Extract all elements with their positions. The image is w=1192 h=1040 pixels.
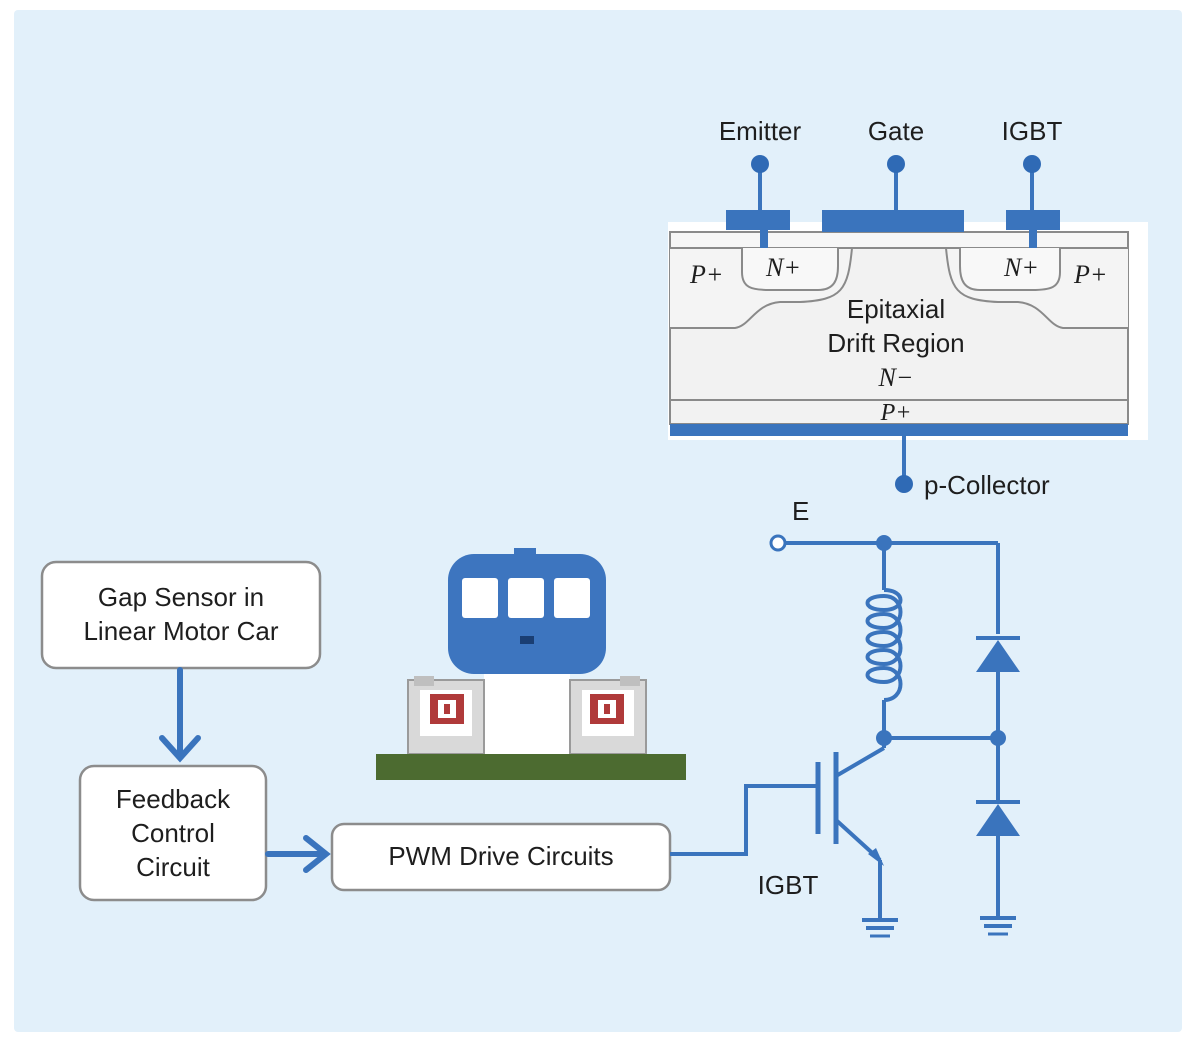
drift-region-line2: Drift Region [827,328,964,358]
n-plus-left-region [741,248,839,291]
igbt-symbol-icon [815,738,886,918]
feedback-line2: Control [131,818,215,848]
emitter-terminal-dot [751,155,769,173]
n-plus-left-label: N+ [765,253,801,282]
pwm-label: PWM Drive Circuits [388,841,613,871]
pwm-drive-box [330,822,672,892]
n-plus-right-region [959,248,1061,291]
collector-label: p-Collector [924,470,1050,500]
p-plus-left-label: P+ [689,260,723,289]
gap-sensor-line2: Linear Motor Car [83,616,278,646]
collector-terminal-dot [895,475,913,493]
train-window-center [508,578,544,618]
igbt-cross-section: Emitter Gate IGBT P+ N+ N+ P+ Epitaxial … [668,116,1148,500]
collector-metal [670,424,1128,436]
igbt-via [1029,228,1037,248]
emitter-label: Emitter [719,116,802,146]
gate-contact [822,210,964,232]
emitter-contact [726,210,790,230]
gap-sensor-box [40,560,322,670]
train-window-left [462,578,498,618]
igbt-contact [1006,210,1060,230]
p-plus-bottom-layer [669,399,1129,425]
gap-sensor-line1: Gap Sensor in [98,582,264,612]
igbt-terminal-label: IGBT [1002,116,1063,146]
pwm-to-gate-wire [670,784,816,856]
train-window-right [554,578,590,618]
arrowhead-down-icon [159,735,201,763]
guideway-ground [376,754,686,780]
e-terminal-icon [769,534,787,552]
diode-icon [976,800,1020,836]
control-flow: Gap Sensor in Linear Motor Car Feedback … [40,560,816,902]
drive-circuit: E [758,496,1020,938]
n-plus-right-label: N+ [1003,253,1039,282]
igbt-terminal-dot [1023,155,1041,173]
e-terminal-label: E [792,496,809,526]
maglev-train-icon [376,548,686,780]
drift-region-line1: Epitaxial [847,294,945,324]
n-minus-label: N− [878,363,914,392]
p-plus-bottom-label: P+ [880,400,912,426]
oxide-layer [669,231,1129,249]
diode-icon [976,636,1020,672]
feedback-control-box [78,764,268,902]
igbt-symbol-label: IGBT [758,870,819,900]
feedback-line3: Circuit [136,852,210,882]
p-plus-right-label: P+ [1073,260,1107,289]
arrowhead-right-icon [303,835,331,873]
inductor-coil-icon [865,588,903,702]
ground-icon [980,916,1016,936]
emitter-via [760,228,768,248]
feedback-line1: Feedback [116,784,231,814]
ground-icon [862,918,898,938]
gate-terminal-dot [887,155,905,173]
gate-label: Gate [868,116,924,146]
